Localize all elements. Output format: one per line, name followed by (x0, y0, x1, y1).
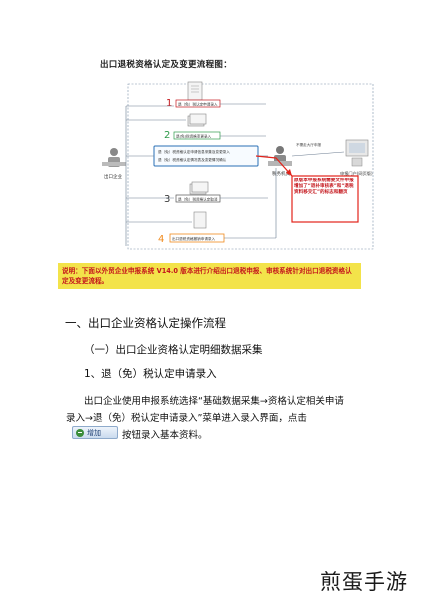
paragraph-line-1: 出口企业使用申报系统选择“基础数据采集→资格认定相关申请 (84, 396, 344, 407)
step-4-label: 出口退税资格撤销申请录入 (172, 236, 216, 241)
step-2-number: 2 (164, 130, 170, 141)
watermark: 煎蛋手游 (320, 570, 408, 594)
document-stack-icon-1 (187, 81, 203, 101)
add-icon (76, 428, 84, 437)
step-blue-label-2: 退（免）税资格认定情况表及变更情况确认 (158, 157, 227, 162)
step-4-number: 4 (158, 234, 164, 245)
section-heading-1: 一、出口企业资格认定操作流程 (65, 316, 226, 330)
tax-office-label: 税务机关 (272, 170, 290, 177)
document-stack-icon-4 (193, 211, 207, 229)
step-3-label: 退（免）税资格认定取消 (178, 197, 218, 202)
step-3-number: 3 (164, 194, 170, 205)
callout-text: 原版本申报系统需要文件申报增加了“退补审核表”和“退税资料移交汇”的标志和翻页 (294, 178, 354, 196)
note-text: 说明：下面以外贸企业申报系统 V14.0 版本进行介绍出口退税申报、审核系统针对… (62, 267, 352, 285)
step-2-label: 退(免)税资格变更录入 (176, 134, 212, 139)
after-button-text: 按钮录入基本资料。 (122, 430, 208, 441)
enterprise-label: 出口企业 (104, 173, 122, 180)
section-heading-1-1: （一）出口企业资格认定明细数据采集 (84, 344, 263, 356)
add-button[interactable]: 增加 (72, 426, 118, 439)
document-stack-icon-2 (187, 113, 207, 127)
add-button-label: 增加 (87, 428, 101, 437)
portal-note: 不需走大厅申报 (296, 142, 322, 147)
note-highlight: 说明：下面以外贸企业申报系统 V14.0 版本进行介绍出口退税申报、审核系统针对… (58, 263, 361, 289)
instruction-paragraph: 出口企业使用申报系统选择“基础数据采集→资格认定相关申请 录入→退（免）税认定申… (66, 393, 376, 427)
tax-office-icon (268, 146, 292, 166)
step-1-number: 1 (166, 98, 172, 109)
portal-computer-icon (345, 139, 369, 167)
paragraph-line-2: 录入→退（免）税认定申请录入”菜单进入录入界面，点击 (66, 413, 307, 424)
enterprise-person-icon (102, 148, 126, 167)
portal-label: 申报门户(网页版) (340, 170, 373, 177)
step-blue-label-1: 退（免）税资格认定申请信息采集及变更录入 (158, 149, 230, 154)
section-heading-1-1-1: 1、退（免）税认定申请录入 (84, 368, 217, 380)
document-stack-icon-3 (189, 181, 209, 195)
step-1-label: 退（免）税认定申请录入 (178, 102, 218, 107)
process-flow-diagram: 出口企业 税务机关 申报门户(网页版) 不需走大厅申报 (102, 81, 374, 250)
document-title: 出口退税资格认定及变更流程图： (100, 60, 233, 70)
